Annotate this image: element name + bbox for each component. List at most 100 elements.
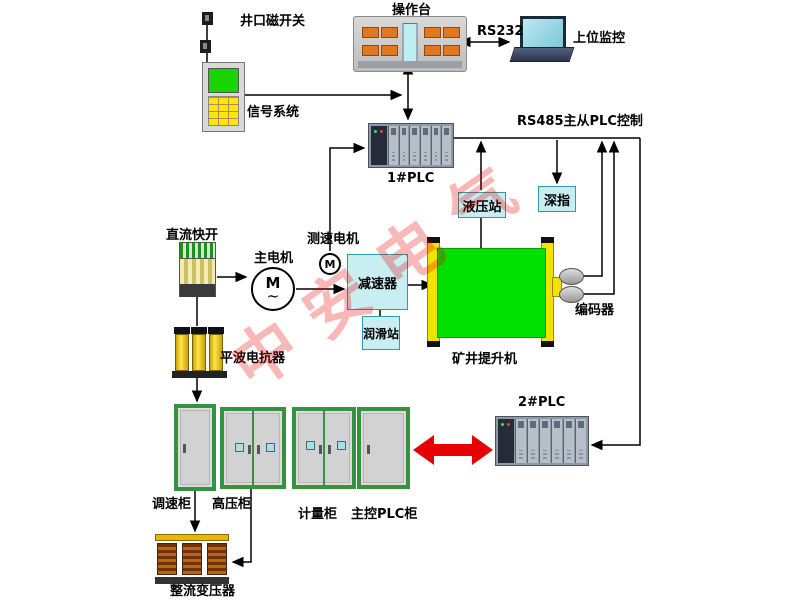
transformer-frame (155, 534, 229, 541)
rectifier-transformer-label: 整流变压器 (170, 584, 236, 599)
transformer-coil (182, 543, 202, 575)
cabinet-handle (248, 445, 251, 454)
cabinet-door-split (323, 411, 325, 485)
depth-indicator-box: 深指 (538, 186, 576, 212)
signal-screen (208, 68, 239, 93)
signal-system-label: 信号系统 (247, 105, 300, 120)
magnetic-switch-icon (200, 40, 211, 53)
dc-breaker-base (180, 284, 215, 297)
transformer-base (155, 577, 229, 584)
reactor-cap (208, 327, 224, 334)
plc1-module (409, 126, 420, 165)
reactor-coil (175, 334, 189, 371)
reducer-box: 减速器 (347, 254, 408, 310)
red-double-arrow (413, 435, 493, 465)
cabinet-handle (328, 445, 331, 454)
wire-hv-to-transformer (231, 489, 252, 568)
magnetic-switch-label: 井口磁开关 (240, 14, 306, 29)
reactor-cap (174, 327, 190, 334)
cabinet-window (337, 441, 346, 450)
metering-cabinet-label: 计量柜 (298, 507, 338, 522)
plc2-module (563, 419, 574, 463)
main-motor-label: 主电机 (254, 251, 294, 266)
transformer-coil (207, 543, 227, 575)
main-plc-cabinet-label: 主控PLC柜 (351, 507, 418, 522)
dc-breaker-body (180, 259, 215, 284)
console-button (362, 27, 379, 38)
operator-console (353, 16, 467, 72)
plc2-label: 2#PLC (518, 395, 566, 410)
reactor-coil (192, 334, 206, 371)
laptop-keyboard (509, 47, 575, 62)
cabinet-window (266, 443, 275, 452)
plc1-module (388, 126, 398, 165)
plc1-module (398, 126, 409, 165)
host-monitor-laptop (509, 16, 575, 64)
speed-motor-m-text: M (324, 257, 336, 271)
plc2-module (527, 419, 538, 463)
motor-wave-text: ~ (266, 287, 280, 306)
transformer-coil (157, 543, 177, 575)
plc2-module (575, 419, 586, 463)
dc-breaker-label: 直流快开 (166, 228, 219, 243)
console-label: 操作台 (392, 3, 432, 18)
speed-cabinet (174, 404, 216, 491)
plc1-module (420, 126, 430, 165)
smoothing-reactor-device (172, 327, 227, 378)
console-button (424, 27, 441, 38)
metering-cabinet (292, 407, 356, 489)
encoder-coupling (552, 277, 562, 297)
dc-breaker-top (180, 243, 215, 259)
plc2-rack (495, 416, 589, 466)
main-motor-symbol: M ~ (251, 267, 295, 311)
dc-breaker-device (179, 242, 216, 297)
wire-encoder-1 (584, 140, 608, 277)
hydraulic-station-box: 液压站 (458, 192, 506, 218)
cabinet-handle (183, 444, 186, 453)
speed-motor-symbol: M (319, 253, 341, 275)
plc2-cpu-module (498, 419, 514, 463)
main-plc-cabinet (357, 407, 410, 489)
hoist-drum (437, 248, 546, 338)
signal-keypad (208, 96, 239, 126)
plc2-module (539, 419, 550, 463)
wire-rs485-to-plc2 (590, 138, 641, 451)
console-button (443, 27, 460, 38)
mine-hoist-label: 矿井提升机 (452, 352, 518, 367)
plc1-cpu-module (371, 126, 387, 165)
speed-cabinet-label: 调速柜 (152, 497, 192, 512)
rs232-label: RS232 (477, 24, 524, 39)
plc2-module (515, 419, 526, 463)
motor-m-text: M (265, 274, 281, 293)
console-button (381, 45, 398, 56)
cabinet-handle (257, 445, 260, 454)
encoder-disc (559, 286, 584, 303)
console-screen (402, 23, 418, 65)
console-base (358, 61, 462, 68)
plc1-module (430, 126, 441, 165)
hv-cabinet-label: 高压柜 (212, 497, 252, 512)
console-button (424, 45, 441, 56)
magnetic-switch-icon (202, 12, 213, 25)
lubrication-station-box: 润滑站 (362, 316, 400, 350)
signal-system-device (202, 62, 245, 132)
console-button (381, 27, 398, 38)
smoothing-reactor-label: 平波电抗器 (220, 351, 286, 366)
speed-motor-label: 测速电机 (307, 232, 360, 247)
host-monitor-label: 上位监控 (573, 31, 626, 46)
rectifier-transformer-device (155, 534, 229, 584)
plc1-module (441, 126, 452, 165)
reactor-base (172, 371, 227, 378)
reactor-cap (191, 327, 207, 334)
cabinet-handle (319, 445, 322, 454)
wire-speedmotor-plc1 (329, 142, 366, 251)
cabinet-handle (367, 445, 370, 454)
hv-cabinet (220, 407, 286, 489)
encoder-disc (559, 268, 584, 285)
console-button (443, 45, 460, 56)
console-button (362, 45, 379, 56)
plc2-module (551, 419, 562, 463)
encoder-label: 编码器 (575, 303, 615, 318)
